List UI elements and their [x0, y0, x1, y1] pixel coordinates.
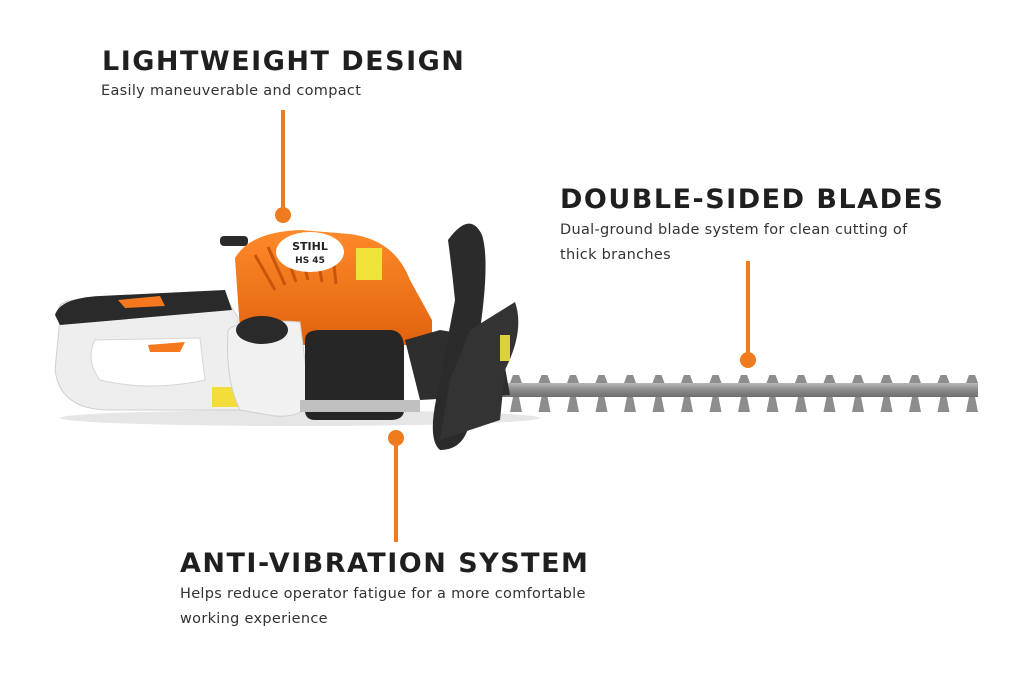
blade-bar [500, 375, 978, 412]
blade-tooth [510, 397, 522, 412]
blade-tooth [880, 397, 893, 412]
blade-tooth [966, 375, 978, 383]
callout-dot-lightweight [275, 207, 291, 223]
callout-dot-blades [740, 352, 756, 368]
blade-tooth [709, 375, 722, 383]
blade-tooth [538, 397, 551, 412]
description-line: thick branches [560, 247, 671, 263]
description-line: Helps reduce operator fatigue for a more… [180, 586, 586, 602]
blade-tooth [652, 375, 665, 383]
blade-tooth [738, 375, 750, 383]
model-label: HS 45 [295, 256, 325, 266]
blade-tooth [795, 375, 807, 383]
blade-tooth [652, 397, 665, 412]
callout-line-anti-vibration [394, 438, 398, 542]
blade-tooth [937, 397, 950, 412]
blade-tooth [909, 375, 921, 383]
blade-tooth [595, 375, 608, 383]
blade-tooth [681, 375, 693, 383]
feature-title-anti-vibration: ANTI-VIBRATION SYSTEM [180, 548, 590, 579]
blade-tooth [510, 375, 522, 383]
blade-tooth [538, 375, 551, 383]
blade-tooth [624, 375, 636, 383]
callout-line-lightweight [281, 110, 285, 214]
blade-tooth [937, 375, 950, 383]
feature-description-blades: Dual-ground blade system for clean cutti… [560, 218, 908, 268]
blade-tooth [766, 397, 779, 412]
blade-tooth [795, 397, 807, 412]
blade-tooth [624, 397, 636, 412]
blade-tooth [738, 397, 750, 412]
description-line: working experience [180, 611, 328, 627]
blade-tooth [567, 375, 579, 383]
description-line: Dual-ground blade system for clean cutti… [560, 222, 908, 238]
blade-tooth [852, 397, 864, 412]
blade-tooth [966, 397, 978, 412]
blade-tooth [766, 375, 779, 383]
blade-tooth [595, 397, 608, 412]
feature-description-lightweight: Easily maneuverable and compact [101, 83, 362, 99]
callout-line-blades [746, 261, 750, 359]
blade-tooth [709, 397, 722, 412]
blade-tooth [823, 375, 836, 383]
feature-title-lightweight: LIGHTWEIGHT DESIGN [102, 46, 466, 77]
blade-tooth [681, 397, 693, 412]
feature-title-blades: DOUBLE-SIDED BLADES [560, 184, 945, 215]
brand-logo: STIHL [292, 240, 328, 253]
blade-tooth [852, 375, 864, 383]
blade-tooth [567, 397, 579, 412]
blade-tooth [909, 397, 921, 412]
blade-tooth [880, 375, 893, 383]
blade-tooth [823, 397, 836, 412]
feature-description-anti-vibration: Helps reduce operator fatigue for a more… [180, 582, 586, 632]
